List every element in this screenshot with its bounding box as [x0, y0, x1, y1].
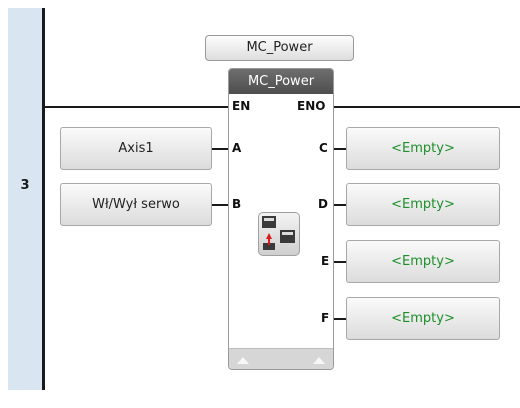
wire-output-d — [334, 204, 346, 206]
wire-output-c — [334, 148, 346, 150]
pin-a-label: A — [232, 141, 242, 155]
servo-power-icon — [258, 212, 300, 256]
input-variable-b[interactable]: Wł/Wył serwo — [60, 183, 212, 226]
rung-gutter — [8, 8, 42, 390]
wire-output-f — [334, 318, 346, 320]
pin-c-label: C — [319, 141, 328, 155]
block-type-header: MC_Power — [229, 69, 333, 94]
expand-right-icon[interactable] — [313, 357, 325, 364]
rung-number: 3 — [20, 178, 30, 193]
block-footer — [229, 348, 333, 369]
output-variable-c[interactable]: <Empty> — [346, 127, 500, 170]
output-variable-d[interactable]: <Empty> — [346, 183, 500, 226]
wire-input-a — [212, 148, 228, 150]
wire-output-e — [334, 261, 346, 263]
output-variable-e[interactable]: <Empty> — [346, 240, 500, 283]
pin-e-label: E — [321, 254, 330, 268]
wire-input-b — [212, 204, 228, 206]
input-variable-a[interactable]: Axis1 — [60, 127, 212, 170]
pin-d-label: D — [318, 197, 328, 211]
pin-b-label: B — [232, 197, 242, 211]
left-power-rail — [42, 8, 45, 390]
rung-wire-left — [45, 106, 228, 108]
output-variable-f[interactable]: <Empty> — [346, 297, 500, 340]
pin-en: EN — [232, 99, 251, 113]
rung-wire-right — [334, 106, 520, 108]
function-block[interactable]: MC_Power — [228, 68, 334, 370]
pin-f-label: F — [321, 311, 330, 325]
expand-left-icon[interactable] — [237, 357, 249, 364]
pin-eno: ENO — [297, 99, 326, 113]
instance-name-box[interactable]: MC_Power — [205, 35, 354, 61]
